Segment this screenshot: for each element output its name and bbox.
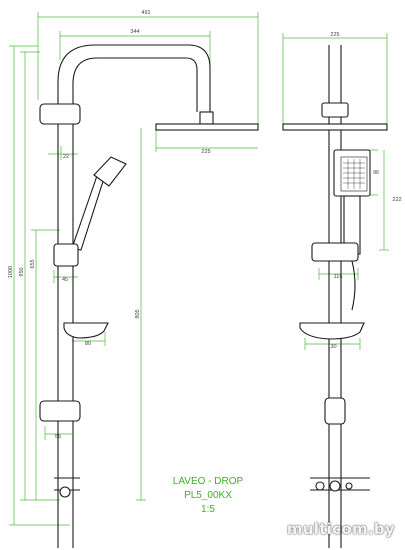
- dim-overall-width: 491: [141, 10, 150, 16]
- side-view-shower: [282, 45, 388, 548]
- dim-hand-height: 805: [135, 309, 141, 318]
- side-dim-head-width: 225: [330, 32, 339, 38]
- dim-head-width: 225: [201, 149, 210, 155]
- dim-height-1000: 1000: [8, 266, 14, 278]
- front-dimension-labels: 491 344 225 22 45 80 55 805 1000 950 655: [8, 10, 211, 440]
- dim-bracket: 55: [55, 434, 61, 440]
- dim-slider-offset: 45: [62, 277, 68, 283]
- front-view-shower: [39, 44, 259, 548]
- title-line-product: LAVEO - DROP: [173, 476, 244, 487]
- dim-soap-dish: 80: [85, 341, 91, 347]
- side-dim-hand-total-height: 222: [392, 197, 401, 203]
- side-dim-soap-dish-width: 130: [327, 344, 336, 350]
- side-dim-hand-head-height: 96: [373, 170, 379, 176]
- dim-height-655: 655: [30, 259, 36, 268]
- dim-arm-reach: 344: [130, 29, 139, 35]
- dim-riser-gap: 22: [63, 154, 69, 160]
- title-block: LAVEO - DROP PL5_00KX 1:5: [173, 476, 244, 515]
- title-line-code: PL5_00KX: [184, 490, 232, 501]
- title-line-scale: 1:5: [201, 504, 215, 515]
- side-dimension-labels: 225 96 222 115 130: [327, 32, 401, 350]
- front-dimension-lines: [9, 12, 259, 526]
- dim-height-950: 950: [19, 267, 25, 276]
- watermark: multicom.by: [286, 520, 395, 538]
- side-dim-slider-width: 115: [334, 274, 343, 280]
